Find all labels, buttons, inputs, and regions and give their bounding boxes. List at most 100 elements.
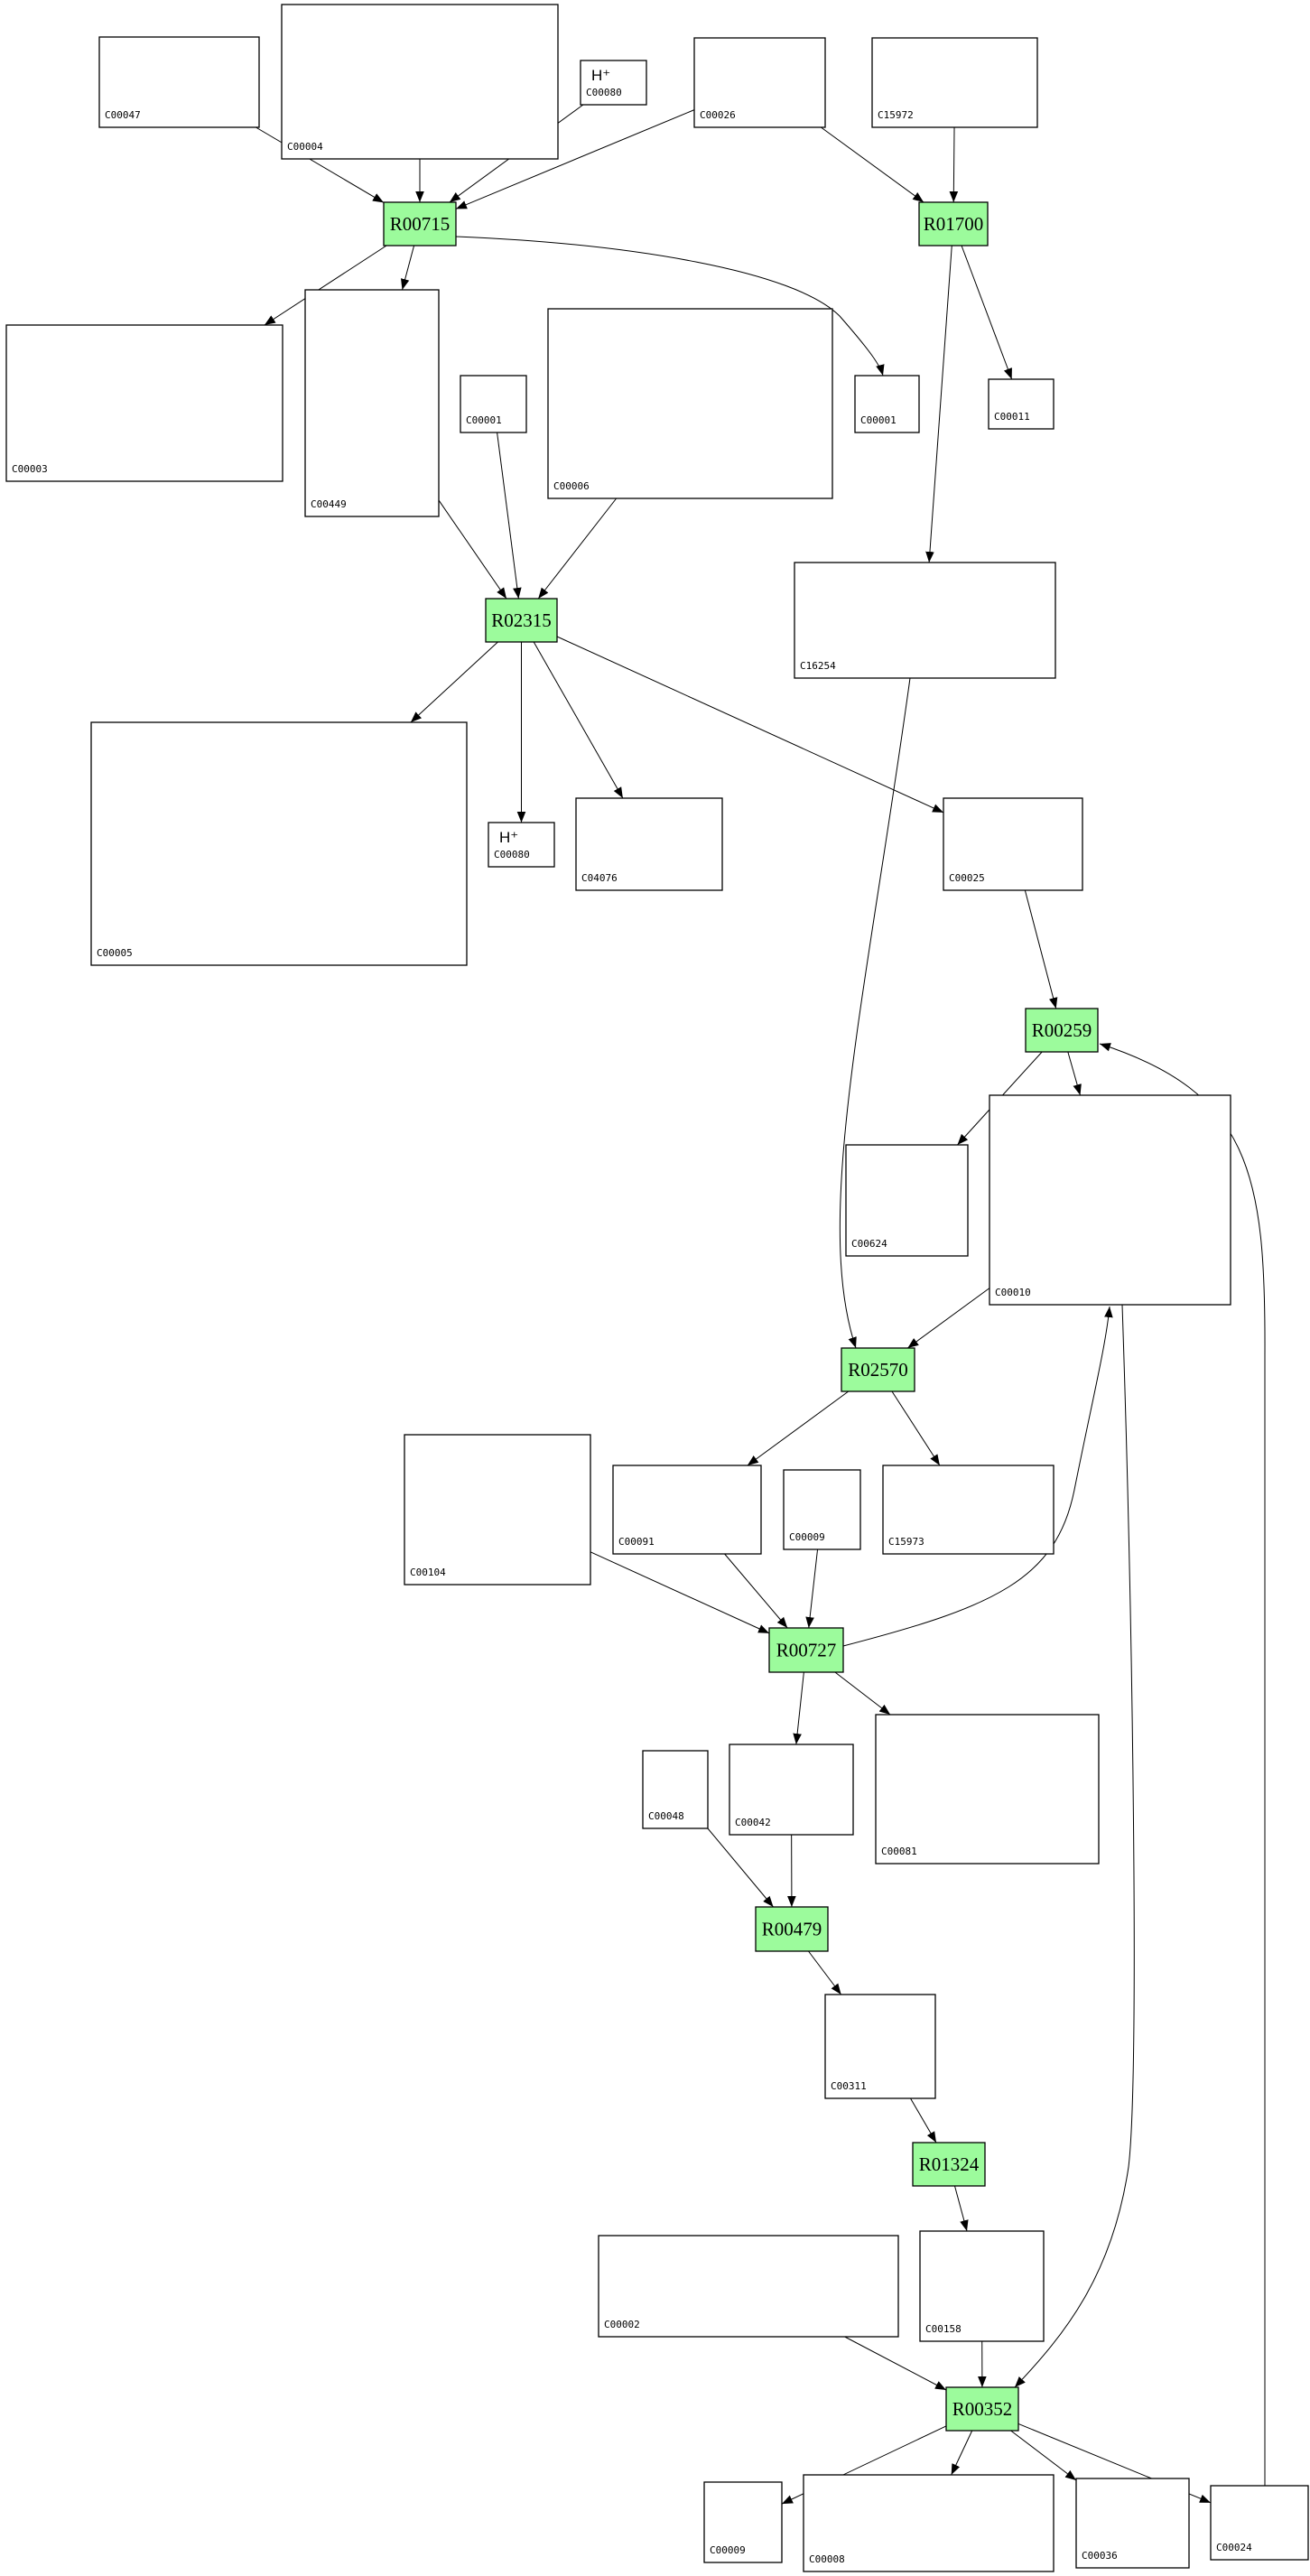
compound-box[interactable]	[693, 37, 826, 128]
reaction-box[interactable]	[768, 1627, 844, 1673]
compound-id-label: C00048	[648, 1810, 684, 1822]
compound-box[interactable]	[882, 1465, 1055, 1555]
compound-box[interactable]	[794, 562, 1056, 679]
compound-node-c00003[interactable]: C00003	[5, 324, 283, 482]
compound-box[interactable]	[729, 1744, 854, 1836]
compound-node-c00624[interactable]: C00624	[845, 1144, 969, 1257]
edge-c00001-to-r02315	[497, 432, 522, 600]
compound-node-c00158[interactable]: C00158	[919, 2230, 1045, 2342]
compound-id-label: C00311	[831, 2080, 867, 2092]
compound-box[interactable]	[824, 1994, 936, 2099]
reaction-box[interactable]	[485, 598, 558, 643]
compound-node-c00080[interactable]: H⁺C00080	[488, 822, 555, 868]
reaction-box[interactable]	[918, 201, 989, 246]
compound-id-label: C00008	[809, 2553, 845, 2565]
compound-box[interactable]	[803, 2474, 1055, 2572]
compound-node-c00025[interactable]: C00025	[943, 797, 1083, 891]
compound-id-label: C00011	[994, 411, 1030, 423]
reaction-node-r02315[interactable]: R02315	[485, 598, 558, 643]
compound-id-label: C00001	[466, 414, 502, 426]
compound-node-c16254[interactable]: C16254	[794, 562, 1056, 679]
compound-formula: H⁺	[499, 829, 518, 846]
reaction-node-r00727[interactable]: R00727	[768, 1627, 844, 1673]
reaction-box[interactable]	[945, 2386, 1019, 2432]
compound-box[interactable]	[1075, 2478, 1190, 2569]
compound-node-c00091[interactable]: C00091	[612, 1465, 762, 1555]
compound-box[interactable]	[304, 289, 440, 517]
compound-node-c00009[interactable]: C00009	[783, 1469, 861, 1550]
reaction-box[interactable]	[841, 1347, 915, 1392]
edge-r00727-to-c00081	[834, 1671, 891, 1716]
compound-node-c00010[interactable]: C00010	[989, 1094, 1231, 1306]
compound-node-c00009[interactable]: C00009	[703, 2481, 783, 2563]
compound-id-label: C00005	[97, 947, 133, 959]
reaction-node-r00259[interactable]: R00259	[1025, 1008, 1099, 1053]
compound-box[interactable]	[989, 1094, 1231, 1306]
reaction-node-r00715[interactable]: R00715	[383, 201, 457, 246]
compound-box[interactable]	[404, 1434, 591, 1586]
compound-id-label: C00010	[995, 1287, 1031, 1298]
compound-node-c00006[interactable]: C00006	[547, 308, 833, 499]
reaction-box[interactable]	[912, 2142, 986, 2187]
edge-c00009-to-r00727	[805, 1548, 819, 1629]
compound-box[interactable]	[90, 721, 468, 966]
compound-box[interactable]	[281, 4, 559, 160]
compound-id-label: C00080	[586, 87, 622, 98]
compound-box[interactable]	[854, 375, 920, 433]
compound-node-c00104[interactable]: C00104	[404, 1434, 591, 1586]
compound-node-c00036[interactable]: C00036	[1075, 2478, 1190, 2569]
compound-box[interactable]	[98, 36, 260, 128]
compound-node-c00008[interactable]: C00008	[803, 2474, 1055, 2572]
compound-node-c00081[interactable]: C00081	[875, 1714, 1100, 1865]
compound-node-c00011[interactable]: C00011	[988, 378, 1055, 430]
edge-r02315-to-c00005	[410, 641, 498, 723]
compound-node-c15973[interactable]: C15973	[882, 1465, 1055, 1555]
compound-node-c00042[interactable]: C00042	[729, 1744, 854, 1836]
compound-box[interactable]	[875, 1714, 1100, 1865]
compound-node-c00001[interactable]: C00001	[854, 375, 920, 433]
reaction-node-r02570[interactable]: R02570	[841, 1347, 915, 1392]
compound-box[interactable]	[547, 308, 833, 499]
compound-node-c00048[interactable]: C00048	[642, 1750, 709, 1829]
reaction-node-r01324[interactable]: R01324	[912, 2142, 986, 2187]
reaction-node-r00479[interactable]: R00479	[755, 1906, 829, 1952]
compound-box[interactable]	[580, 60, 647, 106]
compound-box[interactable]	[488, 822, 555, 868]
reaction-box[interactable]	[755, 1906, 829, 1952]
compound-box[interactable]	[943, 797, 1083, 891]
compound-id-label: C00091	[618, 1536, 655, 1548]
compound-box[interactable]	[845, 1144, 969, 1257]
compound-node-c00080[interactable]: H⁺C00080	[580, 60, 647, 106]
compound-node-c00002[interactable]: C00002	[598, 2235, 899, 2338]
compound-node-c00311[interactable]: C00311	[824, 1994, 936, 2099]
compound-box[interactable]	[460, 375, 527, 433]
compound-id-label: C00104	[410, 1567, 446, 1578]
compound-node-c00004[interactable]: C00004	[281, 4, 559, 160]
compound-box[interactable]	[988, 378, 1055, 430]
compound-id-label: C00036	[1082, 2550, 1118, 2562]
compound-node-c04076[interactable]: C04076	[575, 797, 723, 891]
edge-c00449-to-r02315	[438, 499, 507, 600]
compound-node-c00001[interactable]: C00001	[460, 375, 527, 433]
reaction-box[interactable]	[1025, 1008, 1099, 1053]
compound-node-c00047[interactable]: C00047	[98, 36, 260, 128]
compound-box[interactable]	[575, 797, 723, 891]
compound-box[interactable]	[642, 1750, 709, 1829]
compound-node-c00026[interactable]: C00026	[693, 37, 826, 128]
edge-r01700-to-c16254	[925, 245, 952, 563]
compound-box[interactable]	[5, 324, 283, 482]
compound-box[interactable]	[871, 37, 1038, 128]
compound-node-c00449[interactable]: C00449	[304, 289, 440, 517]
compound-node-c15972[interactable]: C15972	[871, 37, 1038, 128]
compound-node-c00024[interactable]: C00024	[1210, 2485, 1309, 2561]
compound-node-c00005[interactable]: C00005	[90, 721, 468, 966]
compound-box[interactable]	[703, 2481, 783, 2563]
compound-box[interactable]	[1210, 2485, 1309, 2561]
reaction-node-r00352[interactable]: R00352	[945, 2386, 1019, 2432]
compound-box[interactable]	[783, 1469, 861, 1550]
compound-box[interactable]	[919, 2230, 1045, 2342]
compound-box[interactable]	[598, 2235, 899, 2338]
compound-box[interactable]	[612, 1465, 762, 1555]
reaction-box[interactable]	[383, 201, 457, 246]
reaction-node-r01700[interactable]: R01700	[918, 201, 989, 246]
